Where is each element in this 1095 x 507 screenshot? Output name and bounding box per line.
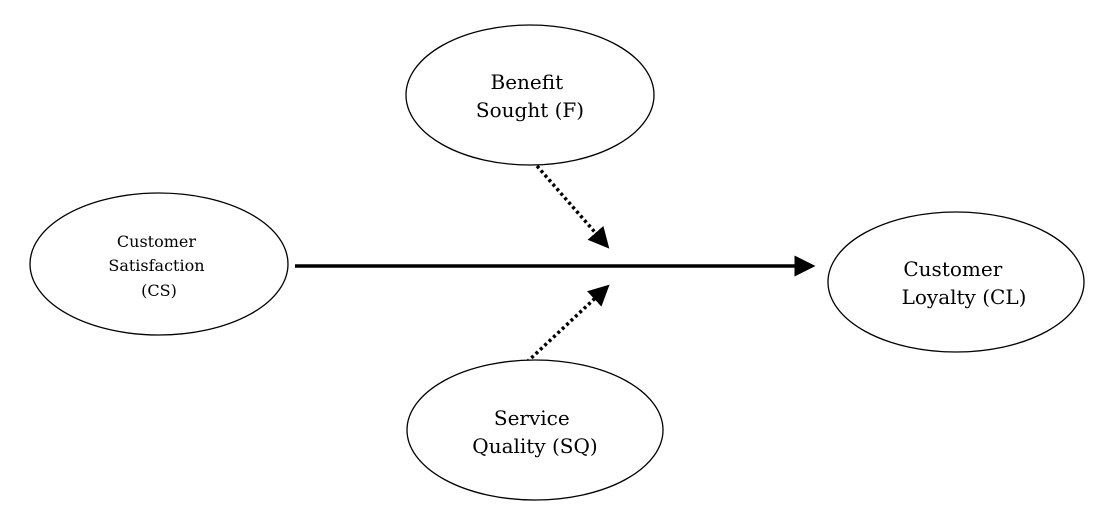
node-customer-loyalty-line-2: Loyalty (CL) (902, 285, 1027, 309)
node-customer-loyalty: Customer Loyalty (CL) (827, 211, 1085, 353)
node-customer-satisfaction-shape (29, 192, 289, 336)
node-customer-satisfaction-line-3: (CS) (141, 281, 177, 300)
f-moderator-arrow (535, 164, 610, 249)
node-service-quality-line-1: Service (494, 406, 570, 430)
node-customer-loyalty-line-1: Customer (903, 257, 1002, 281)
node-customer-satisfaction: Customer Satisfaction (CS) (29, 192, 289, 336)
node-customer-satisfaction-label: Customer Satisfaction (CS) (108, 232, 209, 300)
node-benefit-sought-label: Benefit Sought (F) (476, 70, 584, 122)
node-service-quality-shape (406, 359, 664, 501)
node-benefit-sought-shape (405, 24, 655, 166)
node-benefit-sought: Benefit Sought (F) (405, 24, 655, 166)
node-customer-loyalty-shape (827, 211, 1085, 353)
node-customer-loyalty-label: Customer Loyalty (CL) (902, 257, 1027, 309)
node-service-quality-label: Service Quality (SQ) (472, 406, 597, 458)
sq-moderator-arrow (525, 284, 610, 364)
node-customer-satisfaction-line-2: Satisfaction (108, 256, 204, 275)
node-benefit-sought-line-2: Sought (F) (476, 98, 584, 122)
node-customer-satisfaction-line-1: Customer (117, 232, 196, 251)
node-benefit-sought-line-1: Benefit (491, 70, 564, 94)
node-service-quality: Service Quality (SQ) (406, 359, 664, 501)
node-service-quality-line-2: Quality (SQ) (472, 434, 597, 458)
